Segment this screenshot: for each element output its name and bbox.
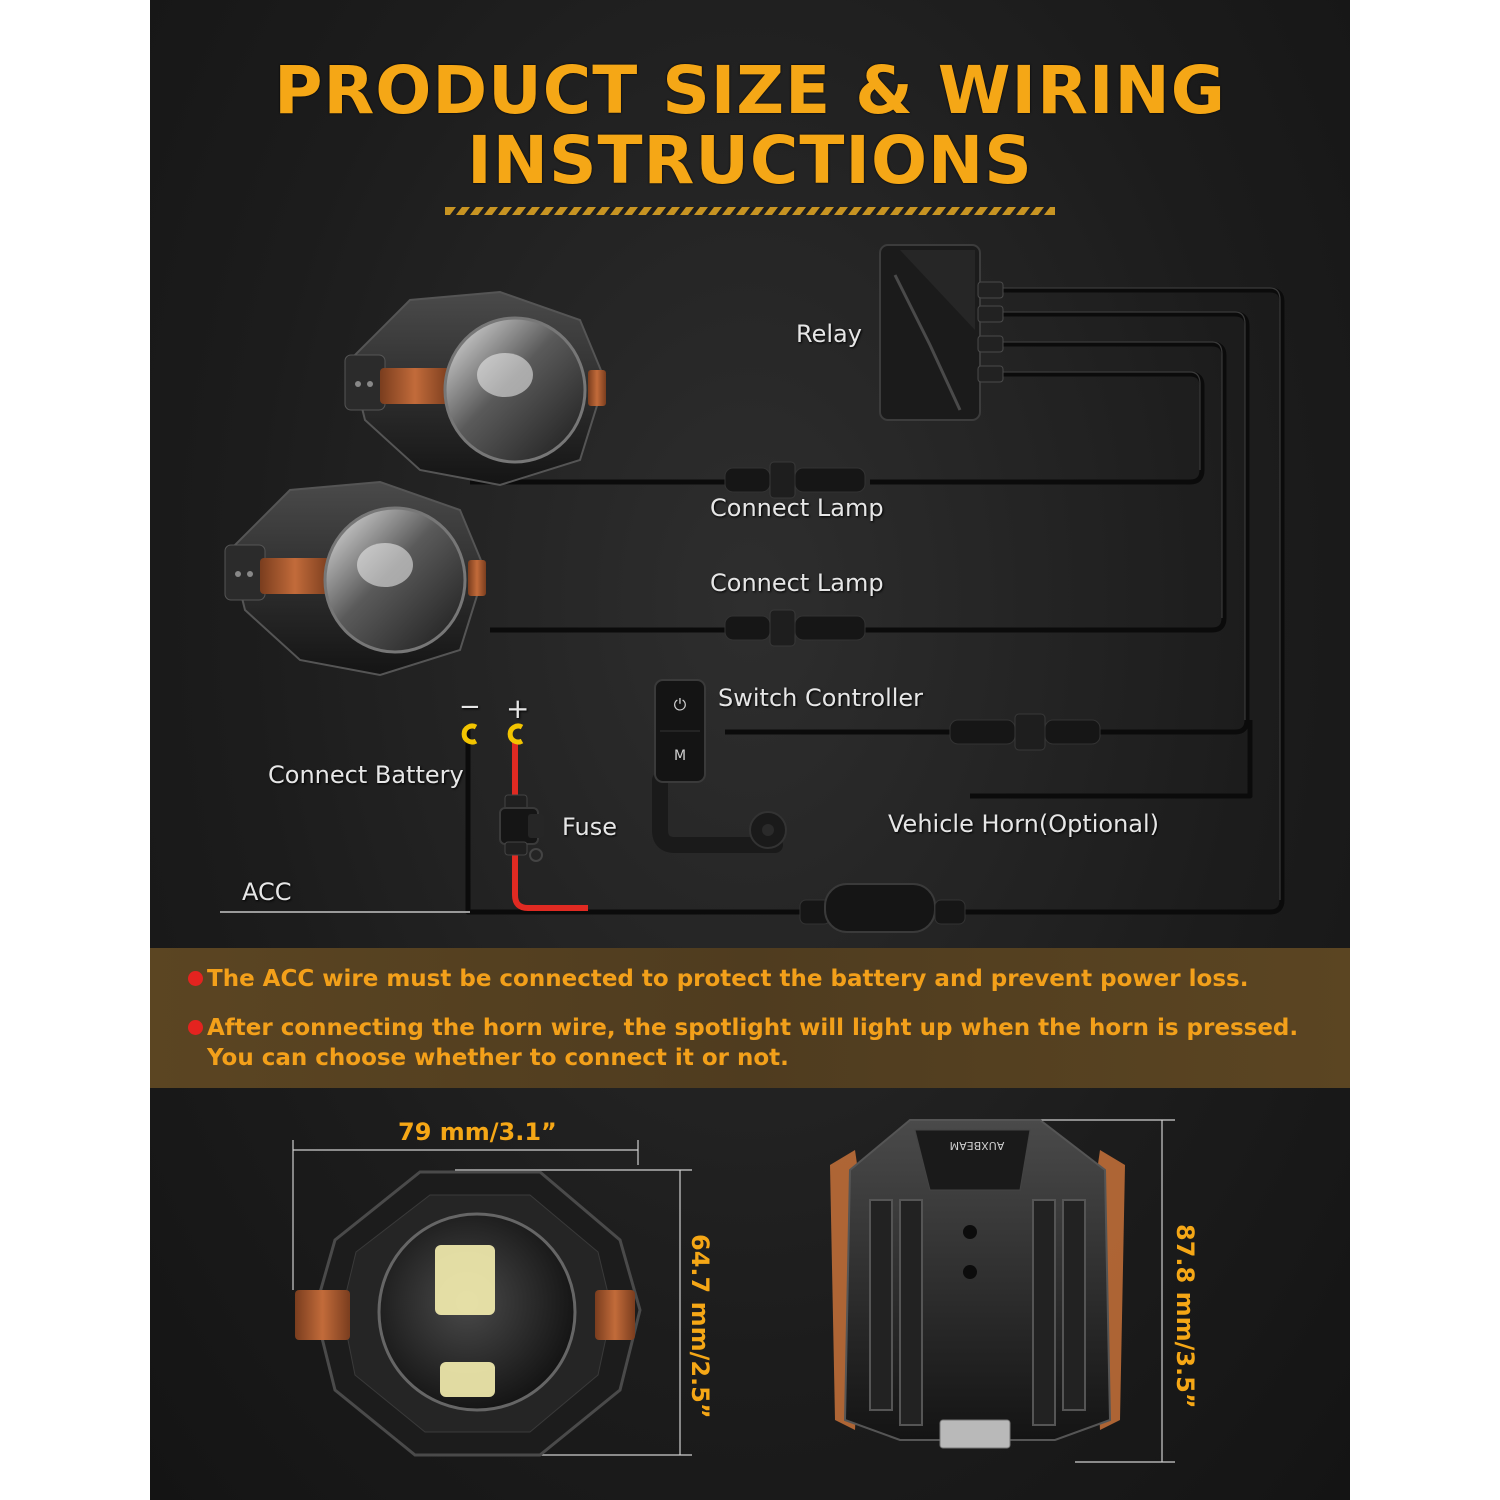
hazard-stripe-segment <box>1038 207 1050 215</box>
hazard-stripe-segment <box>912 207 924 215</box>
hazard-stripe-segment <box>940 207 952 215</box>
hazard-stripe-segment <box>1010 207 1022 215</box>
bullet-icon <box>188 1020 203 1035</box>
main-harness-connector-icon <box>799 883 966 933</box>
hazard-stripe-segment <box>478 207 490 215</box>
hazard-stripe-segment <box>548 207 560 215</box>
width-dimension: 79 mm/3.1” <box>398 1118 557 1146</box>
hazard-stripe-segment <box>688 207 700 215</box>
spotlight-upper-icon <box>344 290 607 487</box>
hazard-stripe-segment <box>716 207 728 215</box>
hazard-stripe-segment <box>1024 207 1036 215</box>
hazard-stripe-segment <box>968 207 980 215</box>
hazard-stripe-segment <box>786 207 798 215</box>
hazard-stripe-segment <box>772 207 784 215</box>
battery-negative-terminal-icon <box>461 723 478 745</box>
lamp-1-connector-icon <box>724 461 866 499</box>
side-height-dimension: 87.8 mm/3.5” <box>1171 1224 1199 1409</box>
hazard-stripe-segment <box>744 207 756 215</box>
bullet-icon <box>188 971 203 986</box>
relay-label: Relay <box>796 320 862 348</box>
wire-highlights <box>980 287 1281 900</box>
hazard-stripe-segment <box>450 207 462 215</box>
connect-battery-label: Connect Battery <box>268 761 464 789</box>
switch-connector-icon <box>949 713 1101 751</box>
hazard-stripe-segment <box>982 207 994 215</box>
minus-sign: − <box>459 692 481 722</box>
hazard-stripe-segment <box>492 207 504 215</box>
switch-controller-label: Switch Controller <box>718 684 924 712</box>
product-panel: PRODUCT SIZE & WIRING INSTRUCTIONS <box>150 0 1350 1500</box>
acc-label: ACC <box>242 878 292 906</box>
hazard-stripe-segment <box>506 207 518 215</box>
vehicle-horn-label: Vehicle Horn(Optional) <box>888 810 1160 838</box>
notes-band: The ACC wire must be connected to protec… <box>150 948 1350 1088</box>
side-view-lamp-icon: AUXBEAM <box>830 1119 1125 1449</box>
relay-box-icon <box>879 244 1004 421</box>
title-line-1: PRODUCT SIZE & WIRING <box>274 52 1226 129</box>
brand-logo: AUXBEAM <box>950 1139 1005 1152</box>
hazard-stripe-segment <box>464 207 476 215</box>
battery-positive-terminal-icon <box>507 723 524 745</box>
power-button-icon: ⏻ <box>674 695 687 714</box>
note-horn-continued: You can choose whether to connect it or … <box>207 1045 789 1071</box>
hazard-stripe-segment <box>898 207 910 215</box>
hazard-stripe <box>445 207 1055 215</box>
hazard-stripe-segment <box>660 207 672 215</box>
hazard-stripe-segment <box>856 207 868 215</box>
front-view-lamp-icon <box>295 1170 642 1457</box>
wire-harness <box>465 287 1285 915</box>
front-height-dimension: 64.7 mm/2.5” <box>686 1234 714 1419</box>
lamp-2-connector-icon <box>724 609 866 647</box>
mode-button: M <box>674 748 686 764</box>
hazard-stripe-segment <box>996 207 1008 215</box>
wiring-diagram: ⏻ M <box>220 207 1285 1463</box>
plus-sign: + <box>506 692 530 725</box>
hazard-stripe-segment <box>926 207 938 215</box>
fuse-holder-icon <box>499 794 544 862</box>
hazard-stripe-segment <box>730 207 742 215</box>
hazard-stripe-segment <box>604 207 616 215</box>
note-horn: After connecting the horn wire, the spot… <box>188 1013 1298 1043</box>
positive-wire <box>512 740 588 911</box>
hazard-stripe-segment <box>590 207 602 215</box>
hazard-stripe-segment <box>646 207 658 215</box>
fuse-label: Fuse <box>562 813 617 841</box>
connect-lamp-label-2: Connect Lamp <box>710 569 884 597</box>
hazard-stripe-segment <box>632 207 644 215</box>
hazard-stripe-segment <box>842 207 854 215</box>
title-line-2: INSTRUCTIONS <box>467 122 1033 199</box>
hazard-stripe-segment <box>618 207 630 215</box>
hazard-stripe-segment <box>954 207 966 215</box>
connect-lamp-label-1: Connect Lamp <box>710 494 884 522</box>
hazard-stripe-segment <box>828 207 840 215</box>
hazard-stripe-segment <box>520 207 532 215</box>
hazard-stripe-segment <box>562 207 574 215</box>
hazard-stripe-segment <box>576 207 588 215</box>
hazard-stripe-segment <box>758 207 770 215</box>
switch-controller-icon: ⏻ M <box>652 679 787 853</box>
note-acc: The ACC wire must be connected to protec… <box>188 964 1248 994</box>
spotlight-lower-icon <box>224 480 487 677</box>
note-acc-text: The ACC wire must be connected to protec… <box>207 966 1249 992</box>
hazard-stripe-segment <box>534 207 546 215</box>
note-horn-text: After connecting the horn wire, the spot… <box>207 1015 1299 1041</box>
hazard-stripe-segment <box>814 207 826 215</box>
hazard-stripe-segment <box>884 207 896 215</box>
hazard-stripe-segment <box>674 207 686 215</box>
hazard-stripe-segment <box>800 207 812 215</box>
hazard-stripe-segment <box>702 207 714 215</box>
hazard-stripe-segment <box>870 207 882 215</box>
